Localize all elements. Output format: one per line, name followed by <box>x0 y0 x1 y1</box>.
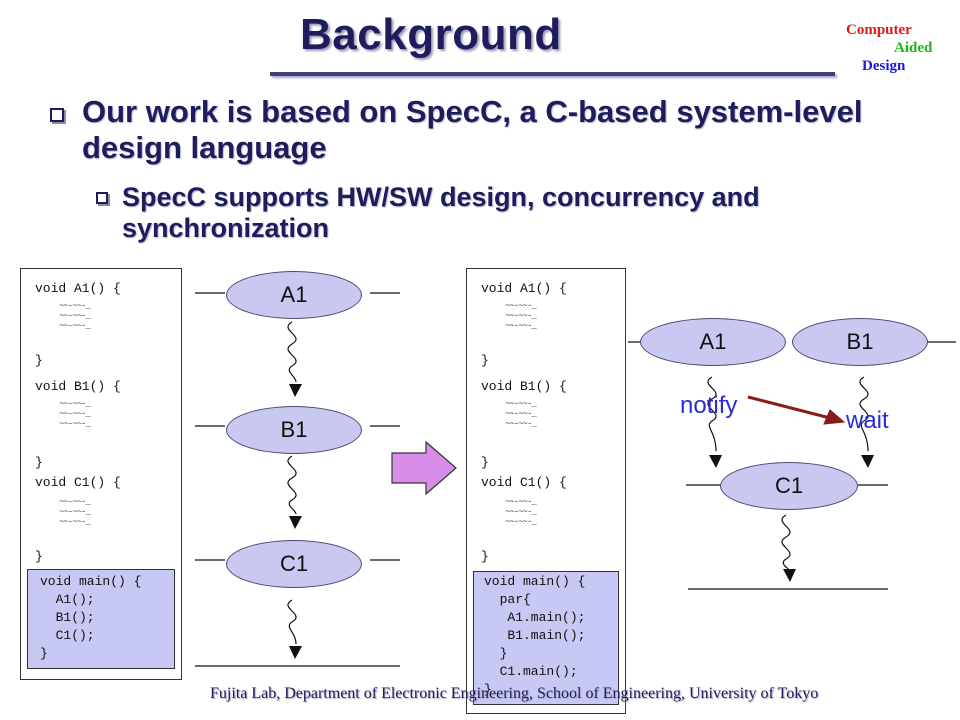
task-c1: C1 <box>226 540 362 588</box>
code-close: } <box>35 353 43 368</box>
logo-aided: Aided <box>894 40 933 56</box>
parallel-code-panel: void A1() { ~~-~~-_~~-~~-_~~-~~-_ } void… <box>466 268 626 714</box>
main-line: void main() { <box>484 574 586 589</box>
slide-title: Background <box>300 10 562 59</box>
notify-label: notify <box>680 392 738 419</box>
task-a1: A1 <box>226 271 362 319</box>
main-line: par{ <box>484 592 531 607</box>
main-line: A1.main(); <box>484 610 586 625</box>
code-close: } <box>481 353 489 368</box>
logo-computer: Computer <box>846 22 912 38</box>
task-b1: B1 <box>226 406 362 454</box>
code-close: } <box>481 549 489 564</box>
task-b1: B1 <box>792 318 928 366</box>
task-c1: C1 <box>720 462 858 510</box>
main-line: } <box>484 682 492 697</box>
task-a1: A1 <box>640 318 786 366</box>
main-line: C1.main(); <box>484 664 578 679</box>
main-function-box: void main() { par{ A1.main(); B1.main();… <box>473 571 619 705</box>
bullet-1: Our work is based on SpecC, a C-based sy… <box>82 94 863 165</box>
code-close: } <box>35 455 43 470</box>
footer-affiliation: Fujita Lab, Department of Electronic Eng… <box>210 685 819 702</box>
code-c1-header: void C1() { <box>35 475 121 490</box>
code-close: } <box>35 549 43 564</box>
code-body-a1: ~~-~~-_~~-~~-_~~-~~-_ <box>59 301 91 331</box>
main-line: B1(); <box>40 610 95 625</box>
code-close: } <box>481 455 489 470</box>
bullet-2: SpecC supports HW/SW design, concurrency… <box>122 182 760 243</box>
code-body-c1: ~~-~~-_~~-~~-_~~-~~-_ <box>59 497 91 527</box>
main-line: B1.main(); <box>484 628 586 643</box>
code-b1-header: void B1() { <box>35 379 121 394</box>
wait-label: wait <box>846 407 889 434</box>
cad-logo: Computer Aided Design <box>846 22 946 82</box>
main-line: A1(); <box>40 592 95 607</box>
sequential-diagram <box>195 292 400 667</box>
main-line: } <box>484 646 508 661</box>
bullet-marker-1 <box>50 108 64 122</box>
code-b1-header: void B1() { <box>481 379 567 394</box>
parallel-diagram <box>628 341 956 590</box>
code-a1-header: void A1() { <box>481 281 567 296</box>
sequential-code-panel: void A1() { ~~-~~-_~~-~~-_~~-~~-_ } void… <box>20 268 182 680</box>
main-line: void main() { <box>40 574 142 589</box>
bullet-marker-2 <box>96 192 108 204</box>
title-underline <box>270 72 835 76</box>
main-line: } <box>40 646 48 661</box>
code-body-b1: ~~-~~-_~~-~~-_~~-~~-_ <box>505 399 537 429</box>
transform-arrow-icon <box>391 440 457 496</box>
code-body-b1: ~~-~~-_~~-~~-_~~-~~-_ <box>59 399 91 429</box>
code-body-c1: ~~-~~-_~~-~~-_~~-~~-_ <box>505 497 537 527</box>
main-function-box: void main() { A1(); B1(); C1(); } <box>27 569 175 669</box>
logo-design: Design <box>862 58 906 74</box>
code-body-a1: ~~-~~-_~~-~~-_~~-~~-_ <box>505 301 537 331</box>
code-a1-header: void A1() { <box>35 281 121 296</box>
main-line: C1(); <box>40 628 95 643</box>
code-c1-header: void C1() { <box>481 475 567 490</box>
